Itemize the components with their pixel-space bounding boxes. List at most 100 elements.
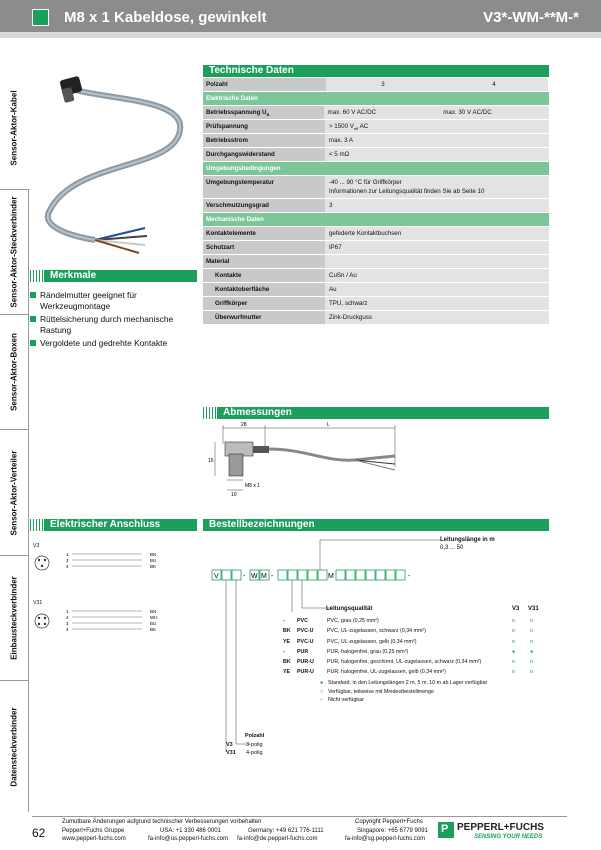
footer-company: Pepperl+Fuchs Gruppe [62,828,125,834]
svg-text:2: 2 [66,615,69,620]
list-item: Rändelmutter geeignet für Werkzeugmontag… [30,290,195,312]
header-divider [0,32,601,38]
svg-text:V: V [214,573,219,580]
dim-thread: M8 x 1 [245,483,260,489]
footer-web[interactable]: www.pepperl-fuchs.com [62,836,126,842]
logo-slogan: SENSING YOUR NEEDS [474,834,543,840]
v3-label: V3 [33,543,40,549]
list-item: Rüttelsicherung durch mechanische Rastun… [30,314,195,336]
table-section-row: Umgebungsbedingungen [203,162,549,176]
svg-text:1: 1 [66,609,69,614]
sidebar-tab-panel-connectors[interactable]: Einbausteckverbinder [0,556,28,681]
svg-text:3: 3 [66,621,69,626]
sidebar-tab-cables[interactable]: Sensor-Aktor-Kabel [0,66,31,190]
polzahl-title: Polzahl [245,733,265,739]
footer-divider [32,816,567,817]
footer-usa-mail[interactable]: fa-info@us.pepperl-fuchs.com [148,836,229,842]
sidebar-tab-boxes[interactable]: Sensor-Aktor-Boxen [0,315,28,430]
footer-usa-phone: USA: +1 330 486 0001 [160,828,221,834]
dim-15: 15 [208,458,214,464]
legend-item: ○Verfügbar, teilweise mit Mindestbestell… [320,688,434,695]
svg-text:4: 4 [66,627,69,632]
length-range: 0,3 ... 50 [440,545,464,551]
svg-text:4: 4 [66,564,69,569]
page-title: M8 x 1 Kabeldose, gewinkelt [64,9,267,26]
svg-text:W: W [251,573,258,580]
footer-note: Zumutbare Änderungen aufgrund technische… [62,819,262,825]
col-v3: V3 [512,606,520,612]
features-header: Merkmale [44,270,197,282]
svg-text:M: M [328,573,334,580]
order-header: Bestellbezeichnungen [203,519,549,531]
dimension-drawing: 28 L 15 10 M8 x 1 [208,422,396,498]
order-code-diagram: V - W M - M - [211,539,440,752]
table-row: Durchgangswiderstand< 5 mΩ [203,148,549,162]
svg-text:BN: BN [150,552,156,557]
dim-10: 10 [231,492,237,498]
product-photo [44,76,184,254]
dimensions-hatch [203,407,217,419]
product-code: V3*-WM-**M-* [483,9,579,26]
footer-sg-mail[interactable]: fa-info@sg.pepperl-fuchs.com [345,836,426,842]
col-v31: V31 [528,606,539,612]
list-item: Vergoldete und gedrehte Kontakte [30,338,195,349]
legend-item: ●Standard, in den Leitungslängen 2 m, 5 … [320,680,488,686]
svg-text:WH: WH [150,615,158,620]
footer-de-mail[interactable]: fa-info@de.pepperl-fuchs.com [237,836,318,842]
svg-text:1: 1 [66,552,69,557]
v3-pinout: 1 3 4 BN BU BK [34,552,156,571]
svg-text:BU: BU [150,621,156,626]
svg-text:BK: BK [150,627,156,632]
table-section-row: Elektrische Daten [203,92,549,106]
page-number: 62 [32,826,46,840]
footer-copyright: Copyright Pepperl+Fuchs [355,819,423,825]
sidebar-tab-connectors[interactable]: Sensor-Aktor-Steckverbinder [0,190,28,315]
svg-text:-: - [408,573,411,580]
svg-text:BU: BU [150,558,156,563]
svg-text:BK: BK [150,564,156,569]
header-marker [32,9,49,26]
svg-text:-: - [243,573,246,580]
dim-28: 28 [241,422,247,428]
legend-item: –Nicht verfügbar [320,697,364,703]
length-title: Leitungslänge in m [440,537,495,543]
sidebar-tab-distributors[interactable]: Sensor-Aktor-Verteiler [0,430,28,556]
logo-text: PEPPERL+FUCHS [457,822,544,833]
svg-text:M: M [261,573,267,580]
table-row: Material [203,255,549,269]
features-hatch [30,270,44,282]
footer-de-phone: Germany: +49 621 776-1111 [248,828,324,834]
quality-title: Leitungsqualität [326,606,373,612]
dim-L: L [327,422,330,428]
svg-text:BN: BN [150,609,156,614]
pf-logo-icon: P [438,822,454,838]
features-list: Rändelmutter geeignet für Werkzeugmontag… [30,290,195,351]
electrical-hatch [30,519,44,531]
sidebar-tab-data-connectors[interactable]: Datensteckverbinder [9,706,19,787]
electrical-header: Elektrischer Anschluss [44,519,197,531]
v31-label: V31 [33,600,43,606]
tech-data-header: Technische Daten [203,65,549,77]
svg-text:3: 3 [66,558,69,563]
table-row: Umgebungstemperatur-40 ... 90 °C für Gri… [203,176,549,199]
